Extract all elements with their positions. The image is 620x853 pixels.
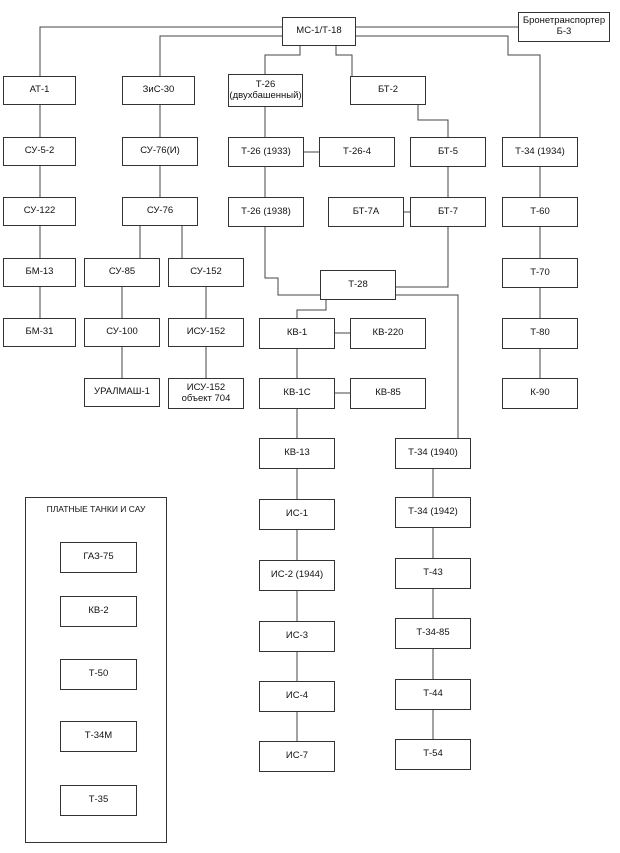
node-zis30: ЗиС-30	[122, 76, 195, 105]
connector-line	[296, 300, 327, 318]
connector-line	[264, 46, 301, 74]
node-is7: ИС-7	[259, 741, 335, 772]
node-bt7a: БТ-7А	[328, 197, 404, 227]
connector-line	[39, 26, 282, 76]
node-kv85: КВ-85	[350, 378, 426, 409]
node-uralmash: УРАЛМАШ-1	[84, 378, 160, 407]
node-bt5: БТ-5	[410, 137, 486, 167]
node-k90: К-90	[502, 378, 578, 409]
premium-panel-title: ПЛАТНЫЕ ТАНКИ И САУ	[46, 504, 146, 514]
node-t54: Т-54	[395, 739, 471, 770]
node-su85: СУ-85	[84, 258, 160, 287]
node-t43: Т-43	[395, 558, 471, 589]
connector-line	[335, 46, 353, 76]
node-t34-1940: Т-34 (1940)	[395, 438, 471, 469]
node-bm31: БМ-31	[3, 318, 76, 347]
node-t34-1934: Т-34 (1934)	[502, 137, 578, 167]
premium-gaz75: ГАЗ-75	[60, 542, 137, 573]
node-t70: Т-70	[502, 258, 578, 288]
node-su152: СУ-152	[168, 258, 244, 287]
node-t34-1942: Т-34 (1942)	[395, 497, 471, 528]
node-t44: Т-44	[395, 679, 471, 710]
premium-t50: Т-50	[60, 659, 137, 690]
connector-line	[396, 294, 459, 438]
premium-t34m: Т-34М	[60, 721, 137, 752]
node-t26-1933: Т-26 (1933)	[228, 137, 304, 167]
node-ms1: МС-1/Т-18	[282, 17, 356, 46]
premium-tanks-panel: ПЛАТНЫЕ ТАНКИ И САУ	[25, 497, 167, 843]
connector-line	[264, 227, 320, 296]
node-t60: Т-60	[502, 197, 578, 227]
premium-kv2: КВ-2	[60, 596, 137, 627]
node-t34-85: Т-34-85	[395, 618, 471, 649]
node-t26-twin: Т-26 (двухбашенный)	[228, 74, 303, 107]
node-t264: Т-26-4	[319, 137, 395, 167]
connector-line	[417, 105, 449, 137]
connector-line	[356, 35, 541, 137]
node-su76i: СУ-76(И)	[122, 137, 198, 166]
node-bm13: БМ-13	[3, 258, 76, 287]
node-is3: ИС-3	[259, 621, 335, 652]
node-t80: Т-80	[502, 318, 578, 349]
node-t26-1938: Т-26 (1938)	[228, 197, 304, 227]
node-bt2: БТ-2	[350, 76, 426, 105]
node-is2: ИС-2 (1944)	[259, 560, 335, 591]
connector-line	[159, 35, 282, 76]
node-b3: Бронетранспортер Б-3	[518, 12, 610, 42]
node-bt7: БТ-7	[410, 197, 486, 227]
node-su122: СУ-122	[3, 197, 76, 226]
node-kv1: КВ-1	[259, 318, 335, 349]
premium-t35: Т-35	[60, 785, 137, 816]
node-su52: СУ-5-2	[3, 137, 76, 166]
node-is1: ИС-1	[259, 499, 335, 530]
node-su76: СУ-76	[122, 197, 198, 226]
node-kv1s: КВ-1С	[259, 378, 335, 409]
node-su100: СУ-100	[84, 318, 160, 347]
node-at1: АТ-1	[3, 76, 76, 105]
node-isu152-704: ИСУ-152 объект 704	[168, 378, 244, 409]
node-t28: Т-28	[320, 270, 396, 300]
node-kv220: КВ-220	[350, 318, 426, 349]
connector-line	[396, 227, 449, 288]
node-kv13: КВ-13	[259, 438, 335, 469]
node-is4: ИС-4	[259, 681, 335, 712]
node-isu152: ИСУ-152	[168, 318, 244, 347]
